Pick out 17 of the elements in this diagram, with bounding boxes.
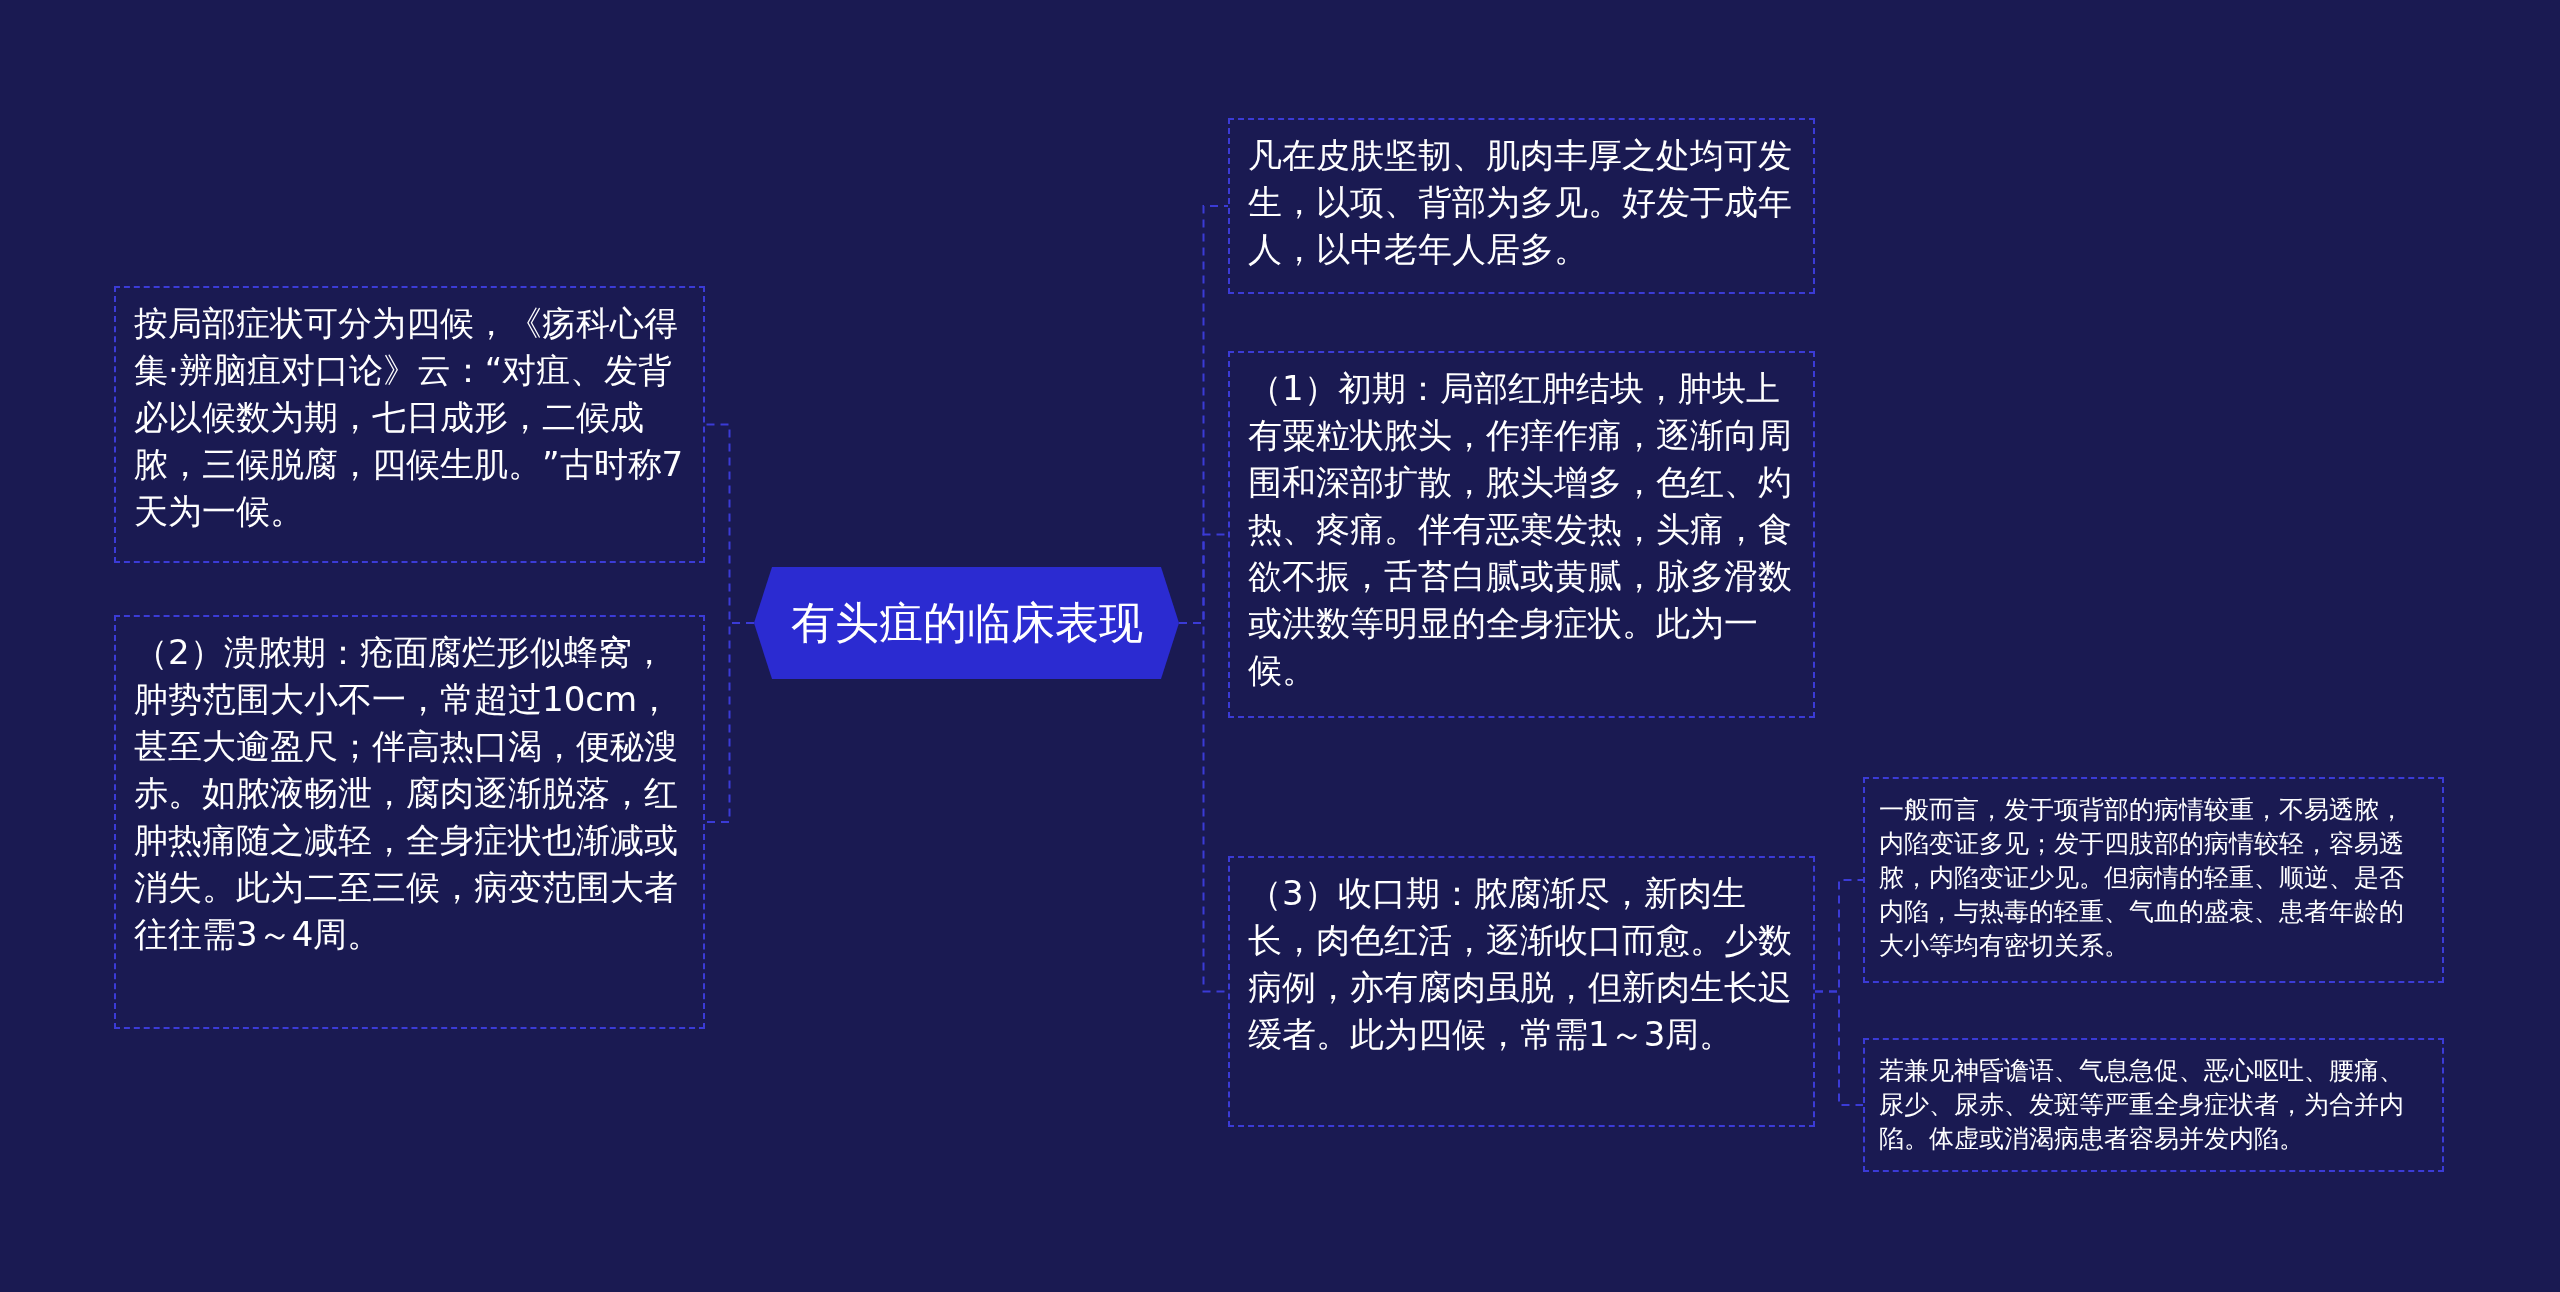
text-box — [1863, 1038, 2444, 1172]
text-box — [114, 286, 705, 563]
note-text: 按局部症状可分为四候，《疡科心得集·辨脑疽对口论》云：“对疽、发背必以候数为期，七日成形，二候成脓，三候脱腐，四候生肌。”古时称7天为一候。 — [134, 302, 685, 533]
note-text: （2）溃脓期：疮面腐烂形似蜂窝，肿势范围大小不一，常超过10cm，甚至大逾盈尺；伴高热口渴，便秘溲赤。如脓液畅泄，腐肉逐渐脱落，红肿热痛随之减轻，全身症状也渐减或消失。此为二至三候，病变范围大者往往需3～4周。 — [134, 631, 679, 956]
text-box — [1228, 351, 1815, 718]
note-text: 若兼见神昏谵语、气息急促、恶心呕吐、腰痛、尿少、尿赤、发斑等严重全身症状者，为合并内陷。体虚或消渴病患者容易并发内陷。 — [1879, 1055, 2405, 1155]
connector-line — [1814, 990, 1864, 1106]
note-text: （3）收口期：脓腐渐尽，新肉生长，肉色红活，逐渐收口而愈。少数病例，亦有腐肉虽脱，但新肉生长迟缓者。此为四候，常需1～3周。 — [1248, 872, 1793, 1056]
text-box — [1228, 118, 1815, 294]
note-text: （1）初期：局部红肿结块，肿块上有粟粒状脓头，作痒作痛，逐渐向周围和深部扩散，脓头增多，色红、灼热、疼痛。伴有恶寒发热，头痛，食欲不振，舌苔白腻或黄腻，脉多滑数或洪数等明显的全身症状。此为一候。 — [1248, 367, 1793, 692]
text-box — [1863, 777, 2444, 983]
text-box — [1228, 856, 1815, 1127]
note-text: 凡在皮肤坚韧、肌肉丰厚之处均可发生，以项、背部为多见。好发于成年人，以中老年人居多。 — [1248, 134, 1793, 271]
topic-title: 有头疽的临床表现 — [790, 595, 1143, 650]
connector-line — [704, 622, 755, 823]
note-text: 一般而言，发于项背部的病情较重，不易透脓，内陷变证多见；发于四肢部的病情较轻，容易透脓，内陷变证少见。但病情的轻重、顺逆、是否内陷，与热毒的轻重、气血的盛衰、患者年龄的大小等均有密切关系。 — [1879, 794, 2405, 962]
text-box — [114, 615, 705, 1029]
